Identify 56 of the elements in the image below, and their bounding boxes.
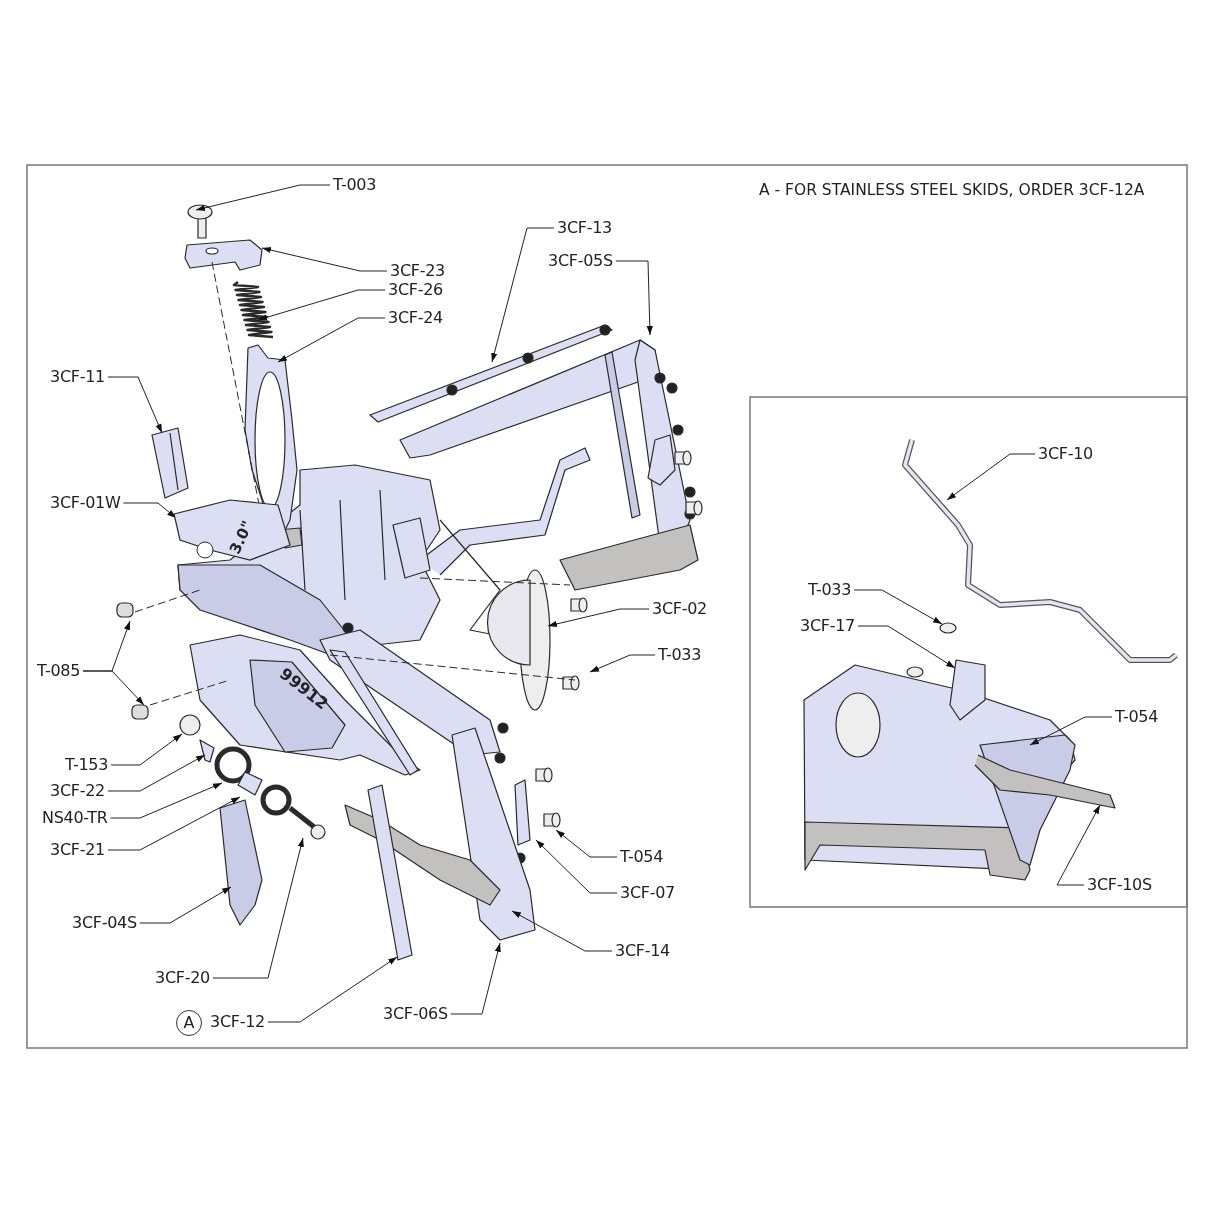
part-number: 3CF-13 <box>557 218 612 238</box>
leader-line <box>212 837 304 979</box>
part-number: 3CF-17 <box>800 616 855 636</box>
leader-line <box>615 260 653 336</box>
part-number: T-003 <box>333 175 377 195</box>
part-number: 3CF-04S <box>72 913 137 933</box>
reference-circle: A <box>176 1010 202 1036</box>
part-number: 3CF-06S <box>383 1004 448 1024</box>
leader-line <box>853 589 943 625</box>
part-number: 3CF-26 <box>388 280 443 300</box>
part-number: NS40-TR <box>42 808 108 828</box>
part-number: 3CF-24 <box>388 308 443 328</box>
part-number: T-033 <box>808 580 852 600</box>
leader-line <box>589 654 656 673</box>
part-number: 3CF-23 <box>390 261 445 281</box>
leader-line <box>107 796 241 851</box>
leader-line <box>195 184 331 211</box>
part-number: 3CF-07 <box>620 883 675 903</box>
leader-line <box>491 227 555 363</box>
housing-block-drawing: 3.0" <box>172 498 292 564</box>
leader-line <box>277 317 386 363</box>
leader-line <box>139 886 232 924</box>
leader-line <box>1056 804 1101 886</box>
leader-line <box>450 942 501 1015</box>
leader-line <box>547 608 650 627</box>
leader-line <box>107 754 206 792</box>
leader-line <box>110 733 183 766</box>
part-number: 3CF-22 <box>50 781 105 801</box>
leader-line <box>535 839 618 894</box>
part-number: 3CF-12 <box>210 1012 265 1032</box>
leader-line <box>257 289 386 321</box>
leader-line <box>946 453 1036 501</box>
part-number: 3CF-21 <box>50 840 105 860</box>
part-number: T-054 <box>620 847 664 867</box>
leader-line <box>261 247 388 272</box>
note-text: A - FOR STAINLESS STEEL SKIDS, ORDER 3CF-12A <box>759 181 1145 199</box>
leader-line <box>110 782 223 819</box>
leader-line <box>555 829 618 858</box>
leader-line <box>107 376 163 434</box>
part-number: 3CF-20 <box>155 968 210 988</box>
part-number: 3CF-10S <box>1087 875 1152 895</box>
part-number: T-153 <box>65 755 109 775</box>
part-number: 3CF-11 <box>50 367 105 387</box>
part-number: T-033 <box>658 645 702 665</box>
part-number: 3CF-01W <box>50 493 121 513</box>
part-number: 3CF-14 <box>615 941 670 961</box>
part-number: 3CF-10 <box>1038 444 1093 464</box>
part-number: T-085 <box>37 661 81 681</box>
part-number: 3CF-05S <box>548 251 613 271</box>
leader-line <box>857 625 956 669</box>
leader-line <box>1029 716 1113 746</box>
leader-line <box>82 670 145 706</box>
leader-line <box>511 910 613 952</box>
leader-line <box>267 956 398 1023</box>
part-number: 3CF-02 <box>652 599 707 619</box>
part-number: T-054 <box>1115 707 1159 727</box>
